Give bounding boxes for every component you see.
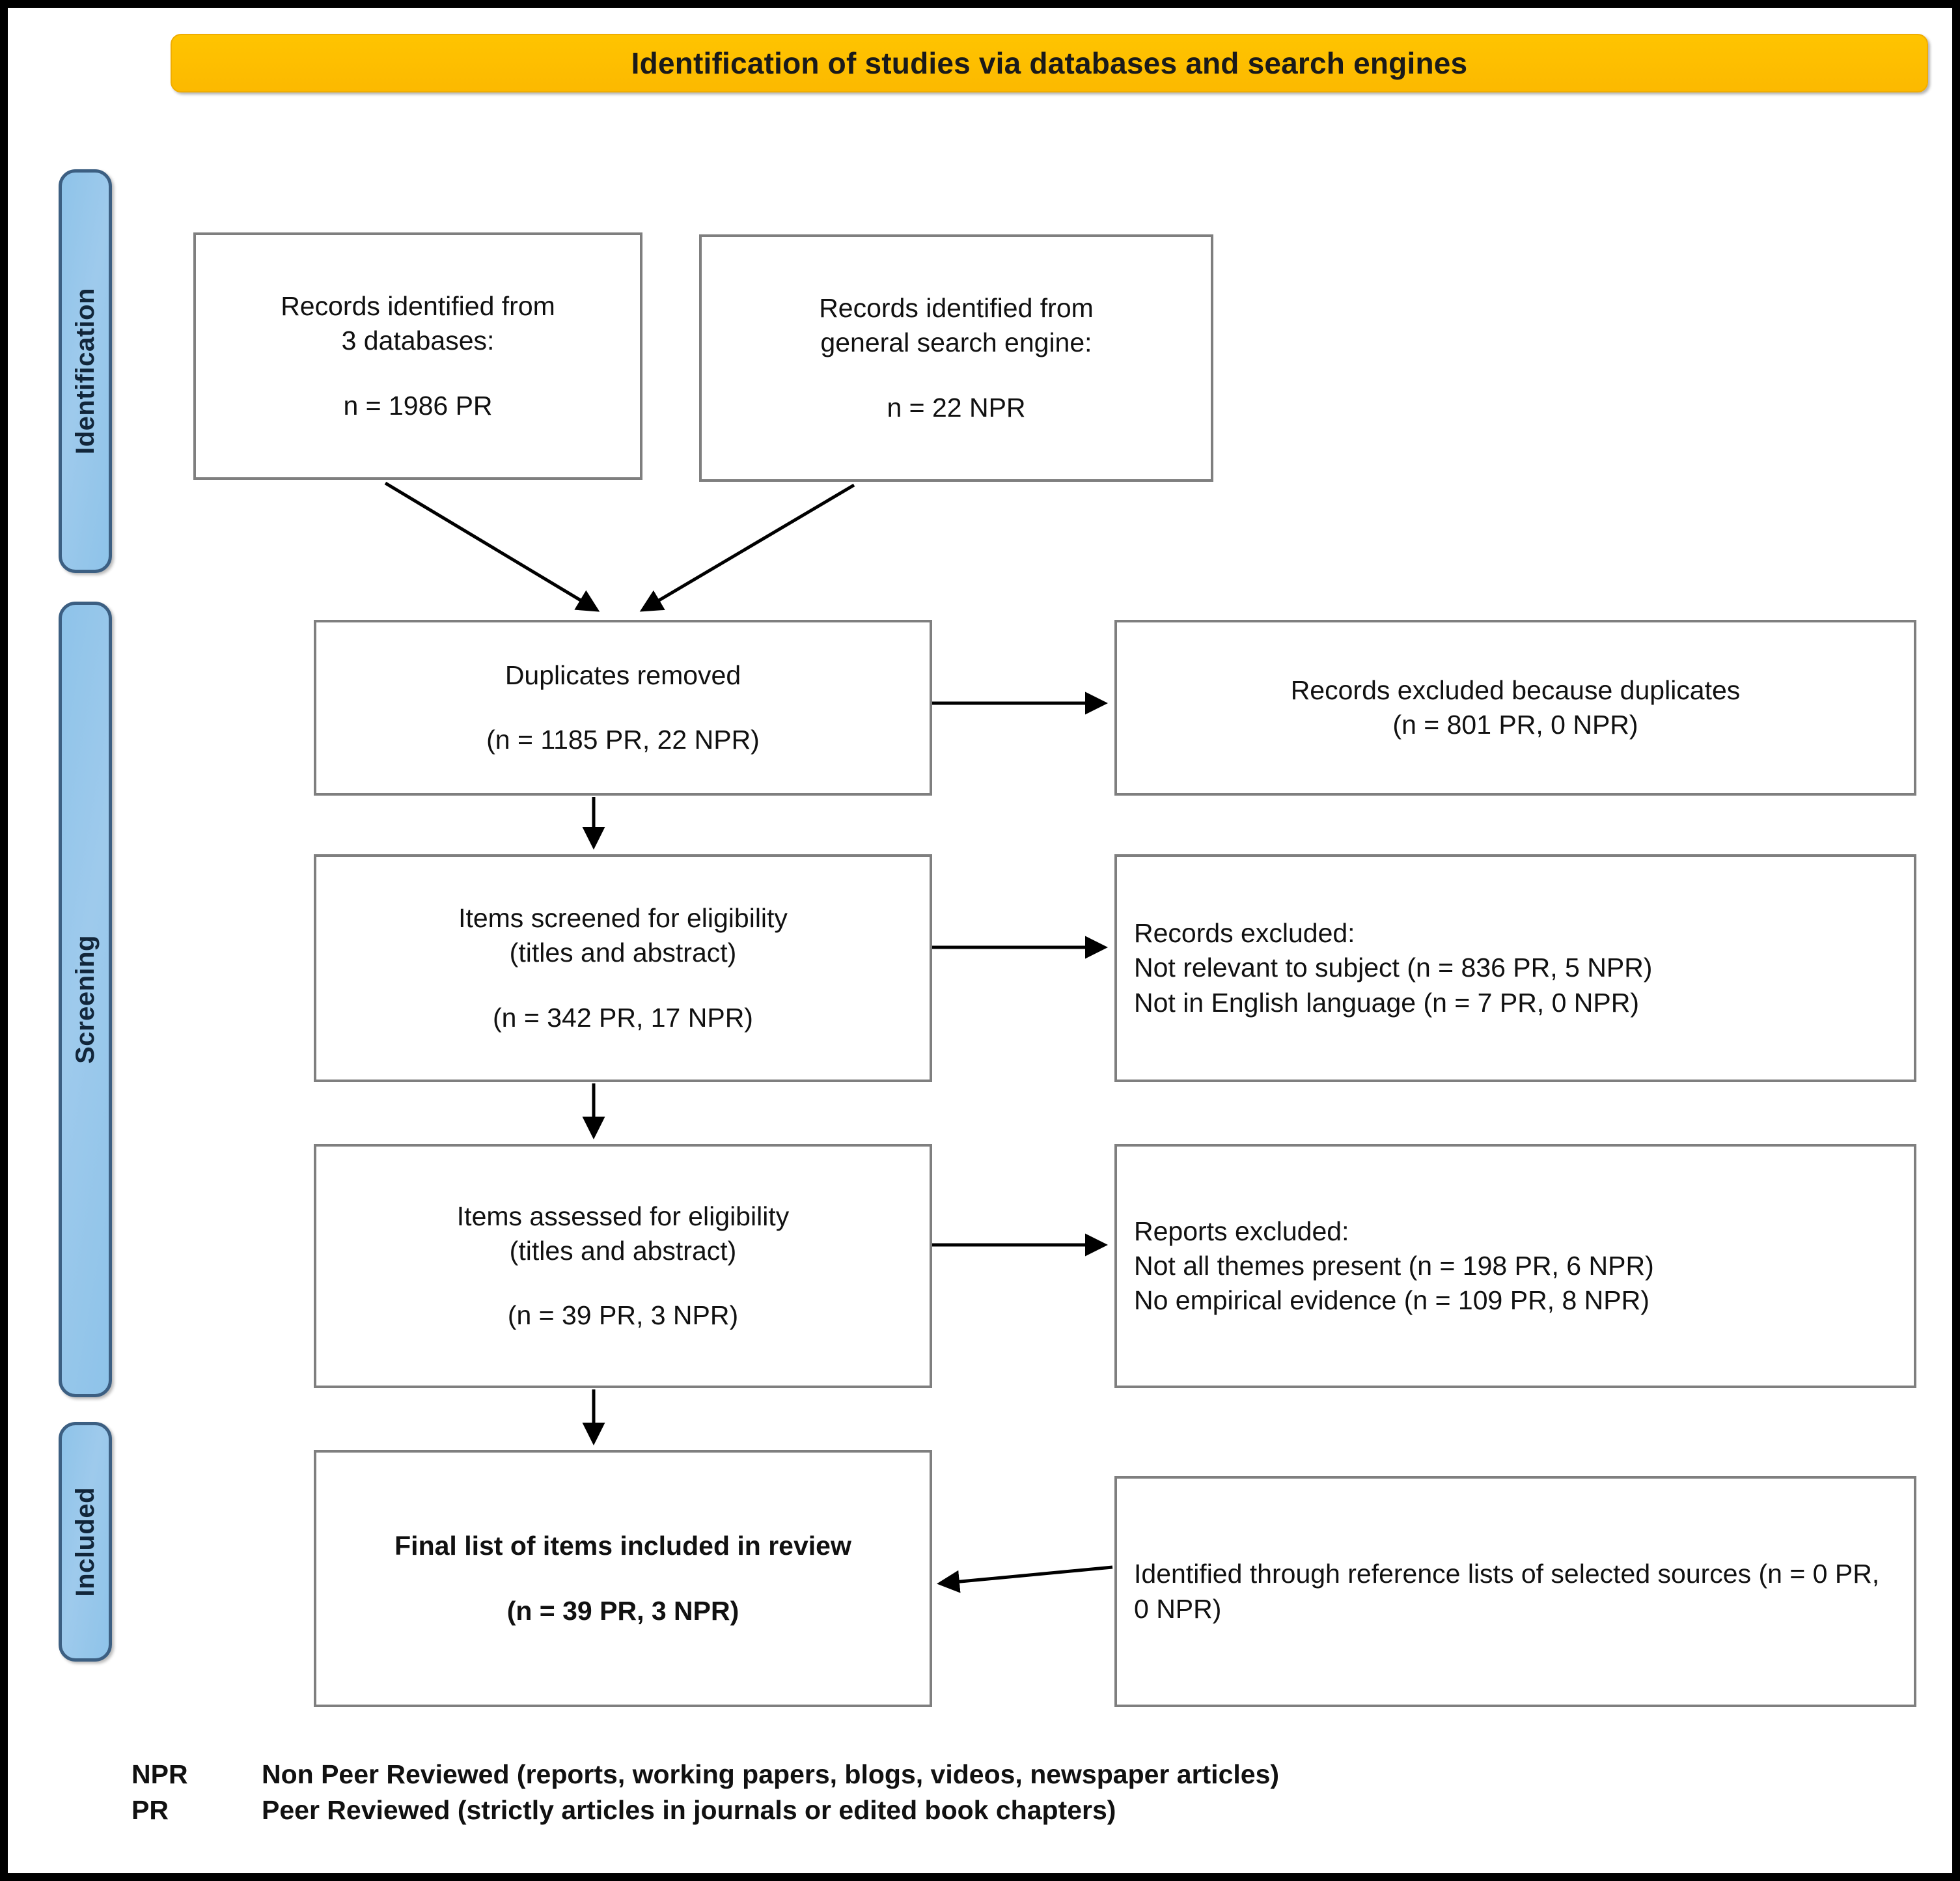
box-records-excluded-duplicates: Records excluded because duplicates (n =…	[1114, 620, 1916, 796]
box-records-identified-search-engine: Records identified from general search e…	[699, 234, 1213, 482]
box-dupes-line1: Duplicates removed	[504, 660, 741, 690]
box-assess-ex-line3: No empirical evidence (n = 109 PR, 8 NPR…	[1134, 1285, 1649, 1316]
box-search-line1: Records identified from	[819, 293, 1094, 324]
legend: NPR Non Peer Reviewed (reports, working …	[131, 1759, 1694, 1831]
diagram-title-text: Identification of studies via databases …	[631, 46, 1468, 80]
box-records-excluded: Records excluded: Not relevant to subjec…	[1114, 854, 1916, 1082]
box-screen-ex-line1: Records excluded:	[1134, 918, 1355, 949]
legend-definition-pr: Peer Reviewed (strictly articles in jour…	[262, 1795, 1116, 1825]
box-final-count: (n = 39 PR, 3 NPR)	[506, 1595, 739, 1626]
box-duplicates-removed: Duplicates removed (n = 1185 PR, 22 NPR)	[314, 620, 932, 796]
box-items-screened: Items screened for eligibility (titles a…	[314, 854, 932, 1082]
box-assessed-count: (n = 39 PR, 3 NPR)	[507, 1300, 739, 1331]
stage-label-screening: Screening	[70, 935, 100, 1064]
box-items-assessed: Items assessed for eligibility (titles a…	[314, 1144, 932, 1388]
box-refs-line1: Identified through reference lists of se…	[1134, 1559, 1880, 1624]
box-reports-excluded: Reports excluded: Not all themes present…	[1114, 1144, 1916, 1388]
box-identified-reference-lists: Identified through reference lists of se…	[1114, 1476, 1916, 1707]
stage-label-identification: Identification	[70, 288, 100, 454]
arrow-db-to-duplicates	[384, 481, 600, 612]
box-db-count: n = 1986 PR	[343, 390, 493, 421]
box-screen-ex-line2: Not relevant to subject (n = 836 PR, 5 N…	[1134, 953, 1653, 983]
box-dupes-count: (n = 1185 PR, 22 NPR)	[486, 725, 760, 755]
diagram-title-banner: Identification of studies via databases …	[171, 34, 1928, 92]
stage-label-included: Included	[70, 1486, 100, 1597]
box-db-line1: Records identified from	[281, 291, 555, 322]
stage-band-screening: Screening	[59, 602, 112, 1397]
box-final-list-included: Final list of items included in review (…	[314, 1450, 932, 1707]
box-final-line1: Final list of items included in review	[394, 1531, 851, 1561]
stage-band-included: Included	[59, 1422, 112, 1662]
legend-definition-npr: Non Peer Reviewed (reports, working pape…	[262, 1759, 1280, 1789]
box-screen-ex-line3: Not in English language (n = 7 PR, 0 NPR…	[1134, 987, 1639, 1018]
box-records-identified-databases: Records identified from 3 databases: n =…	[193, 232, 642, 480]
box-screened-count: (n = 342 PR, 17 NPR)	[493, 1002, 753, 1033]
legend-row-pr: PR Peer Reviewed (strictly articles in j…	[131, 1795, 1694, 1826]
box-search-line2: general search engine:	[820, 327, 1092, 358]
diagram-canvas: Identification of studies via databases …	[8, 8, 1952, 1873]
box-screened-line2: (titles and abstract)	[509, 938, 737, 968]
box-assessed-line2: (titles and abstract)	[509, 1235, 737, 1266]
box-db-line2: 3 databases:	[341, 326, 495, 356]
box-dupes-ex-count: (n = 801 PR, 0 NPR)	[1392, 710, 1638, 740]
box-screened-line1: Items screened for eligibility	[458, 903, 788, 934]
arrow-references-to-final	[937, 1565, 1113, 1593]
box-assess-ex-line1: Reports excluded:	[1134, 1216, 1349, 1246]
stage-band-identification: Identification	[59, 169, 112, 573]
legend-key-npr: NPR	[131, 1759, 188, 1789]
box-search-count: n = 22 NPR	[887, 392, 1026, 423]
arrow-search-to-duplicates	[639, 483, 855, 612]
legend-key-pr: PR	[131, 1795, 169, 1825]
box-dupes-ex-line1: Records excluded because duplicates	[1290, 675, 1741, 705]
box-assess-ex-line2: Not all themes present (n = 198 PR, 6 NP…	[1134, 1250, 1654, 1281]
legend-row-npr: NPR Non Peer Reviewed (reports, working …	[131, 1759, 1694, 1790]
box-assessed-line1: Items assessed for eligibility	[456, 1201, 790, 1231]
